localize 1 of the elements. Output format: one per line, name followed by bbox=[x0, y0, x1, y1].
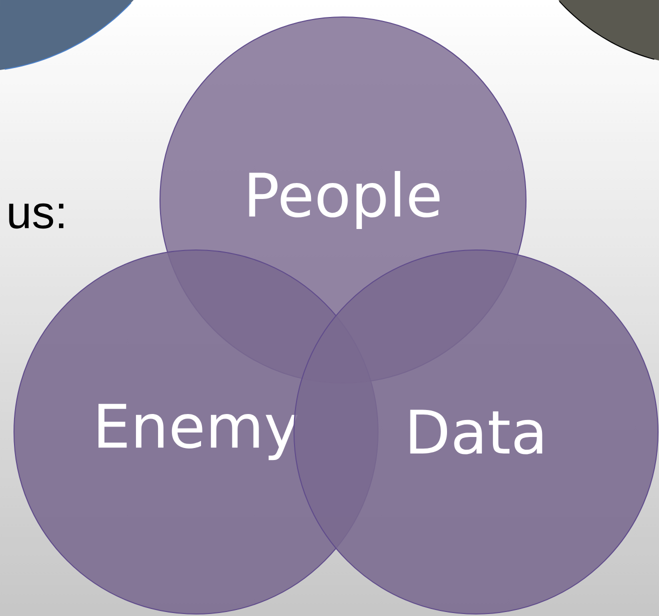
slide-text: us: bbox=[9, 203, 64, 229]
